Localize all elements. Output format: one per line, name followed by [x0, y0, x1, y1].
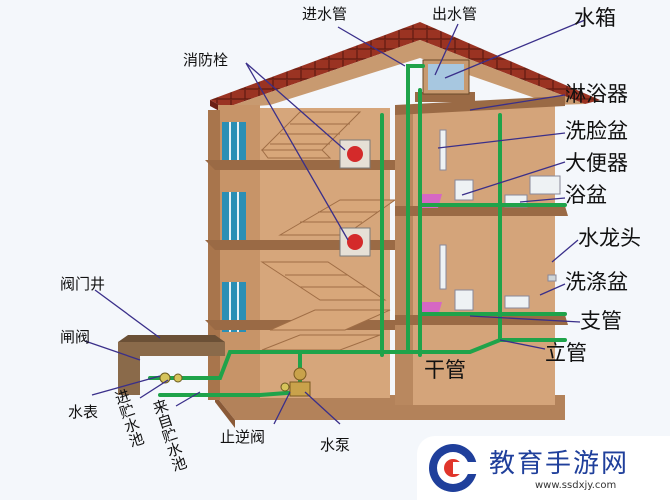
- floor-upper: [395, 96, 565, 115]
- ground-base: [215, 395, 235, 428]
- label-main-pipe: 干管: [424, 358, 466, 382]
- label-water-pump: 水泵: [320, 436, 351, 454]
- logo-mark-icon: [429, 444, 479, 492]
- inlet-pipe-line: [406, 64, 425, 354]
- toilet-upper: [454, 179, 474, 201]
- left-wall-side: [208, 110, 220, 400]
- main-pipe-line: [236, 338, 567, 354]
- lower-feed: [158, 390, 302, 397]
- roof: [210, 22, 600, 108]
- watermark-logo: 教育手游网 www.ssdxjy.com: [417, 436, 670, 500]
- hydrant-reel-lower: [347, 234, 363, 250]
- pipes: [148, 64, 567, 397]
- toilet-lower: [454, 289, 474, 311]
- shower-head-upper: [439, 129, 447, 171]
- label-washbasin: 洗脸盆: [565, 119, 628, 143]
- floor-top-bath: [395, 206, 568, 216]
- hydrant-reel-upper: [347, 146, 363, 162]
- leader-lines: [84, 19, 586, 425]
- label-valve-well: 阀门井: [60, 275, 106, 293]
- window-middle: [222, 192, 246, 240]
- valve-well-top: [118, 335, 225, 342]
- shower-head-lower: [439, 244, 447, 290]
- window-top: [222, 122, 246, 160]
- tank-platform: [415, 92, 475, 102]
- watermark-name: 教育手游网: [489, 449, 630, 479]
- label-faucet: 水龙头: [578, 226, 641, 250]
- meter-symbol: [173, 373, 183, 383]
- label-shower: 淋浴器: [565, 82, 628, 106]
- label-gate-valve: 闸阀: [60, 328, 91, 346]
- right-wall-dark: [395, 105, 413, 405]
- label-water-meter: 水表: [68, 403, 99, 421]
- bathtub-upper: [529, 175, 561, 195]
- label-bathtub: 浴盆: [565, 183, 607, 207]
- inlet-loop: [148, 350, 242, 380]
- label-check-valve: 止逆阀: [220, 428, 266, 446]
- label-riser-pipe: 立管: [545, 341, 587, 365]
- label-inlet-pipe: 进水管: [302, 5, 348, 23]
- label-toilet: 大便器: [565, 151, 628, 175]
- check-valve-symbol: [280, 382, 290, 392]
- faucet-lower: [547, 274, 557, 282]
- label-water-tank: 水箱: [574, 6, 616, 30]
- label-sink: 洗涤盆: [565, 270, 628, 294]
- pump-motor: [293, 367, 307, 381]
- valve-well: [118, 342, 225, 395]
- watermark-url: www.ssdxjy.com: [535, 480, 617, 491]
- label-branch-pipe: 支管: [580, 309, 622, 333]
- label-outlet-pipe: 出水管: [432, 5, 478, 23]
- label-fire-hydrant: 消防栓: [183, 51, 229, 69]
- sink-lower: [504, 295, 530, 309]
- floor-mid-bath: [395, 315, 568, 325]
- stair-treads: [270, 123, 378, 288]
